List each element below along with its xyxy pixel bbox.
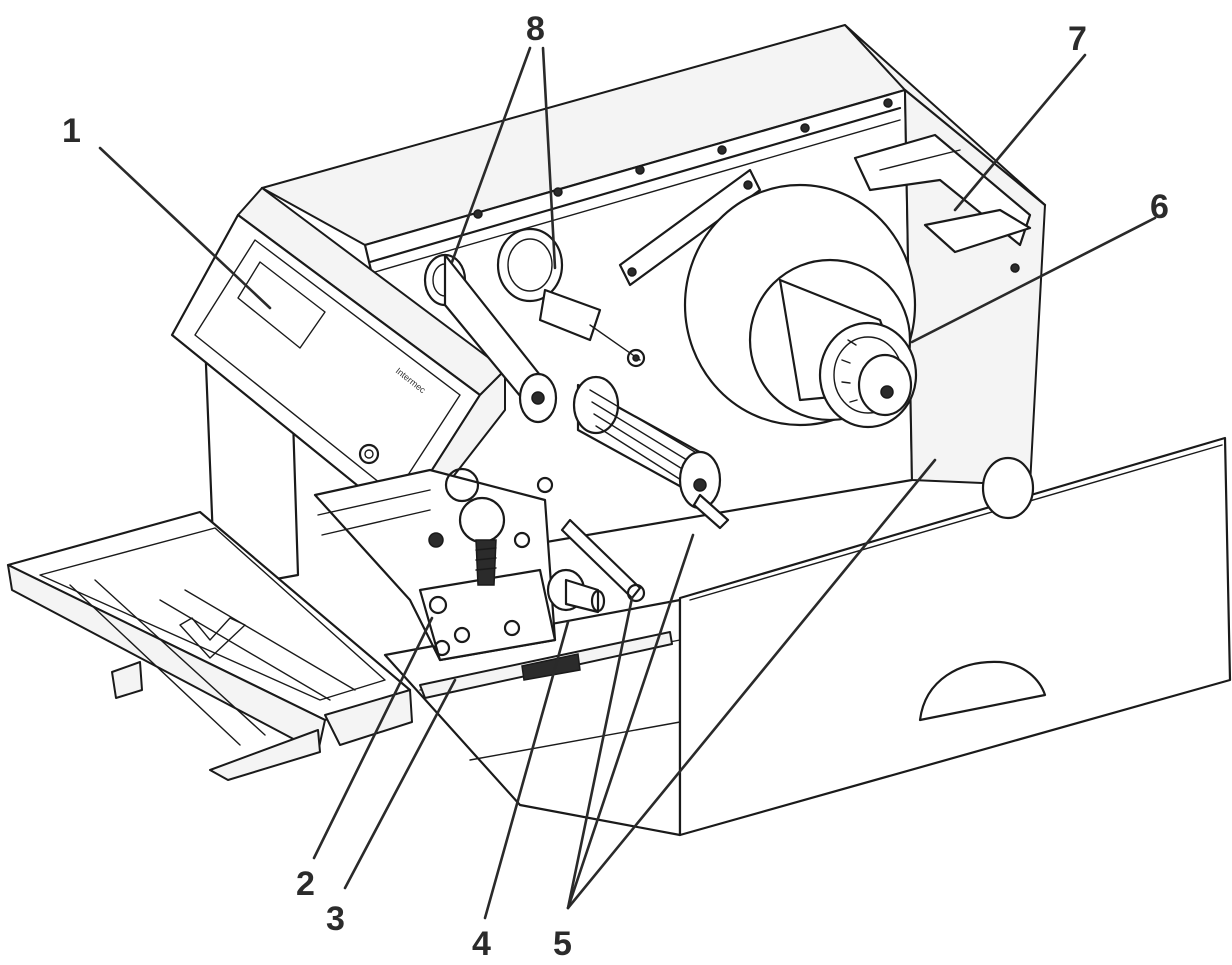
callout-1: 1	[62, 112, 81, 150]
rollers	[419, 518, 673, 699]
media-roll	[618, 168, 918, 429]
callout-6: 6	[1150, 188, 1169, 226]
leader-5b	[566, 596, 634, 910]
ribbon-guide	[853, 133, 1032, 273]
leader-2	[312, 616, 434, 860]
callout-2: 2	[296, 865, 315, 903]
leader-4	[483, 620, 570, 920]
ribbon-spindles	[423, 227, 646, 424]
leader-lines	[98, 46, 1157, 920]
leader-5c	[566, 458, 937, 910]
callout-4: 4	[472, 925, 491, 963]
printer-chassis	[203, 24, 1047, 837]
leader-5a	[566, 533, 695, 910]
callout-5: 5	[553, 925, 572, 963]
callout-7: 7	[1068, 20, 1087, 58]
callout-8: 8	[526, 10, 545, 48]
callout-labels: 1 8 7 6 2 3 4 5	[62, 10, 1169, 963]
printhead-assembly	[313, 467, 557, 662]
leader-1	[98, 146, 272, 310]
front-cover-open	[6, 510, 413, 781]
leader-8b	[541, 46, 557, 270]
leader-7	[953, 53, 1087, 212]
leader-8a	[450, 46, 532, 264]
callout-3: 3	[326, 900, 345, 938]
leader-3	[343, 678, 457, 890]
side-cover-open	[678, 436, 1232, 837]
leader-6	[910, 216, 1157, 344]
ribbon-supply-spindle	[572, 375, 730, 530]
